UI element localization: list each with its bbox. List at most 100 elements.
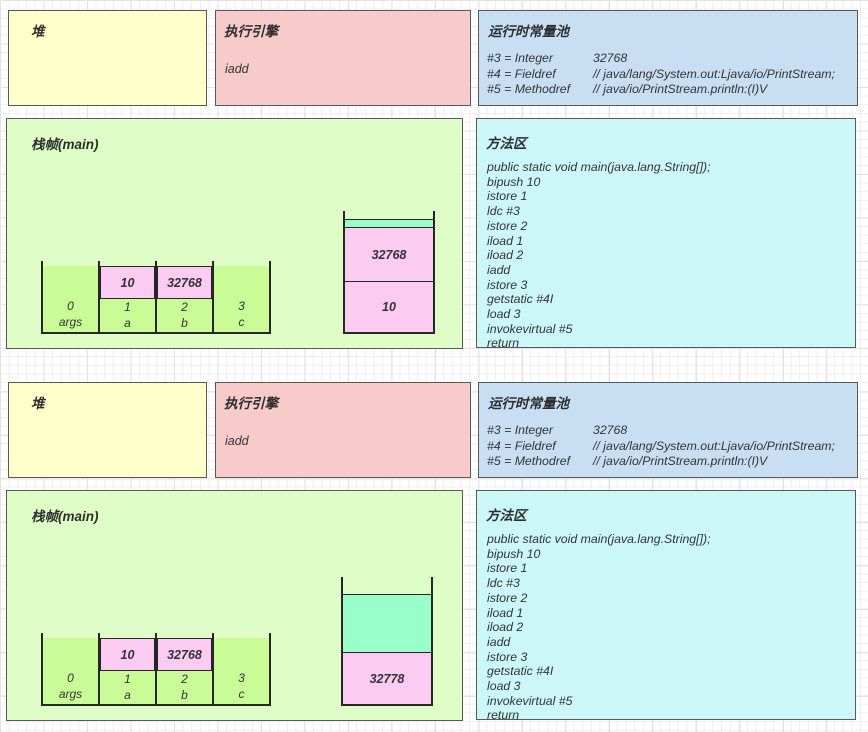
- constant-pool-title: 运行时常量池: [488, 396, 569, 411]
- bytecode-line: public static void main(java.lang.String…: [487, 160, 711, 174]
- execution-engine-box: 执行引擎 iadd: [215, 10, 471, 106]
- slot-index: 0: [67, 671, 74, 685]
- bytecode-line: ldc #3: [487, 204, 520, 219]
- slot-index: 2: [181, 672, 188, 686]
- local-variable-table: 0 args 10 1 a 32768 2 b: [41, 633, 271, 706]
- bytecode-line: bipush 10: [487, 546, 541, 561]
- slot-value: 10: [100, 266, 155, 299]
- constant-value: 32768: [593, 423, 628, 437]
- constant-pool-entry: #3 = Integer 32768: [487, 51, 857, 67]
- local-var-slot-1: 10 1 a: [98, 261, 155, 332]
- bytecode-line: return: [487, 336, 520, 351]
- constant-value: // java/io/PrintStream.println:(I)V: [593, 454, 768, 468]
- slot-index: 1: [124, 300, 131, 314]
- slot-name: a: [124, 688, 131, 702]
- current-instruction: iadd: [225, 434, 249, 448]
- local-var-slot-3: 3 c: [212, 261, 271, 332]
- slot-name: c: [238, 315, 245, 329]
- bytecode-line: bipush 10: [487, 174, 541, 189]
- constant-value: 32768: [593, 51, 628, 65]
- constant-key: #4 = Fieldref: [487, 66, 556, 81]
- bytecode-line: iadd: [487, 262, 511, 277]
- bytecode-line: iload 1: [487, 605, 524, 620]
- heap-box: 堆: [8, 10, 207, 106]
- runtime-constant-pool-box: 运行时常量池 #3 = Integer 32768 #4 = Fieldref …: [478, 382, 858, 478]
- bytecode-line: istore 3: [487, 649, 528, 664]
- stack-frame-box: 栈帧(main) 0 args 10 1 a 32768: [6, 118, 463, 349]
- constant-pool-entry: #3 = Integer 32768: [487, 423, 857, 439]
- local-variable-table: 0 args 10 1 a 32768 2 b: [41, 261, 271, 334]
- state-panel-before-iadd: 堆 执行引擎 iadd 运行时常量池 #3 = Integer 32768 #4…: [0, 0, 868, 360]
- bytecode-line: iload 1: [487, 233, 524, 248]
- stack-frame-title: 栈帧(main): [31, 509, 99, 524]
- slot-name: b: [181, 688, 188, 702]
- constant-pool-entry: #4 = Fieldref // java/lang/System.out:Lj…: [487, 67, 857, 83]
- constant-pool-title: 运行时常量池: [488, 24, 569, 39]
- bytecode-line: load 3: [487, 307, 521, 322]
- local-var-slot-2: 32768 2 b: [155, 261, 212, 332]
- execution-engine-title: 执行引擎: [224, 24, 278, 39]
- bytecode-line: public static void main(java.lang.String…: [487, 532, 711, 546]
- slot-index: 0: [67, 299, 74, 313]
- execution-engine-title: 执行引擎: [224, 396, 278, 411]
- bytecode-line: istore 1: [487, 189, 528, 204]
- local-var-slot-0: 0 args: [41, 261, 98, 332]
- method-area-box: 方法区 public static void main(java.lang.St…: [476, 118, 856, 351]
- operand-cell-teal: [343, 594, 431, 652]
- constant-value: // java/io/PrintStream.println:(I)V: [593, 82, 768, 96]
- slot-index: 3: [238, 671, 245, 685]
- constant-key: #4 = Fieldref: [487, 438, 556, 453]
- constant-pool-entries: #3 = Integer 32768 #4 = Fieldref // java…: [479, 412, 857, 470]
- stack-frame-box: 栈帧(main) 0 args 10 1 a 32768: [6, 490, 463, 721]
- operand-cell: 32778: [343, 652, 431, 704]
- constant-key: #3 = Integer: [487, 51, 553, 65]
- slot-name: args: [58, 687, 83, 701]
- heap-box: 堆: [8, 382, 207, 478]
- local-var-slot-2: 32768 2 b: [155, 633, 212, 704]
- constant-value: // java/lang/System.out:Ljava/io/PrintSt…: [593, 438, 835, 453]
- bytecode-line: istore 2: [487, 590, 528, 605]
- slot-value: 10: [100, 638, 155, 671]
- operand-stack: 32778: [341, 577, 433, 706]
- slot-name: b: [181, 316, 188, 330]
- bytecode-line: iadd: [487, 634, 511, 649]
- local-var-slot-3: 3 c: [212, 633, 271, 704]
- local-var-slot-0: 0 args: [41, 633, 98, 704]
- operand-cell-teal: [345, 219, 433, 227]
- bytecode-line: istore 1: [487, 561, 528, 576]
- slot-name: c: [238, 687, 245, 701]
- constant-key: #5 = Methodref: [487, 82, 571, 96]
- bytecode-line: invokevirtual #5: [487, 693, 573, 708]
- slot-index: 3: [238, 299, 245, 313]
- method-area-title: 方法区: [486, 508, 527, 523]
- bytecode-listing: public static void main(java.lang.String…: [477, 152, 855, 351]
- bytecode-line: load 3: [487, 679, 521, 694]
- bytecode-line: getstatic #4I: [487, 664, 554, 679]
- slot-value: 32768: [157, 266, 212, 299]
- slot-index: 1: [124, 672, 131, 686]
- constant-pool-entries: #3 = Integer 32768 #4 = Fieldref // java…: [479, 40, 857, 98]
- constant-key: #3 = Integer: [487, 423, 553, 437]
- operand-cell: 10: [345, 281, 433, 332]
- constant-pool-entry: #4 = Fieldref // java/lang/System.out:Lj…: [487, 439, 857, 455]
- local-var-slot-1: 10 1 a: [98, 633, 155, 704]
- method-area-box: 方法区 public static void main(java.lang.St…: [476, 490, 856, 723]
- heap-title: 堆: [31, 24, 45, 39]
- bytecode-line: iload 2: [487, 248, 524, 263]
- method-area-title: 方法区: [486, 136, 527, 151]
- bytecode-line: getstatic #4I: [487, 292, 554, 307]
- bytecode-line: invokevirtual #5: [487, 321, 573, 336]
- bytecode-line: istore 3: [487, 277, 528, 292]
- constant-pool-entry: #5 = Methodref // java/io/PrintStream.pr…: [487, 454, 857, 470]
- constant-pool-entry: #5 = Methodref // java/io/PrintStream.pr…: [487, 82, 857, 98]
- execution-engine-box: 执行引擎 iadd: [215, 382, 471, 478]
- bytecode-line: return: [487, 708, 520, 723]
- slot-name: args: [58, 315, 83, 329]
- constant-key: #5 = Methodref: [487, 454, 571, 468]
- stack-frame-title: 栈帧(main): [31, 137, 99, 152]
- bytecode-line: istore 2: [487, 218, 528, 233]
- bytecode-line: ldc #3: [487, 576, 520, 591]
- constant-value: // java/lang/System.out:Ljava/io/PrintSt…: [593, 66, 835, 81]
- bytecode-line: iload 2: [487, 620, 524, 635]
